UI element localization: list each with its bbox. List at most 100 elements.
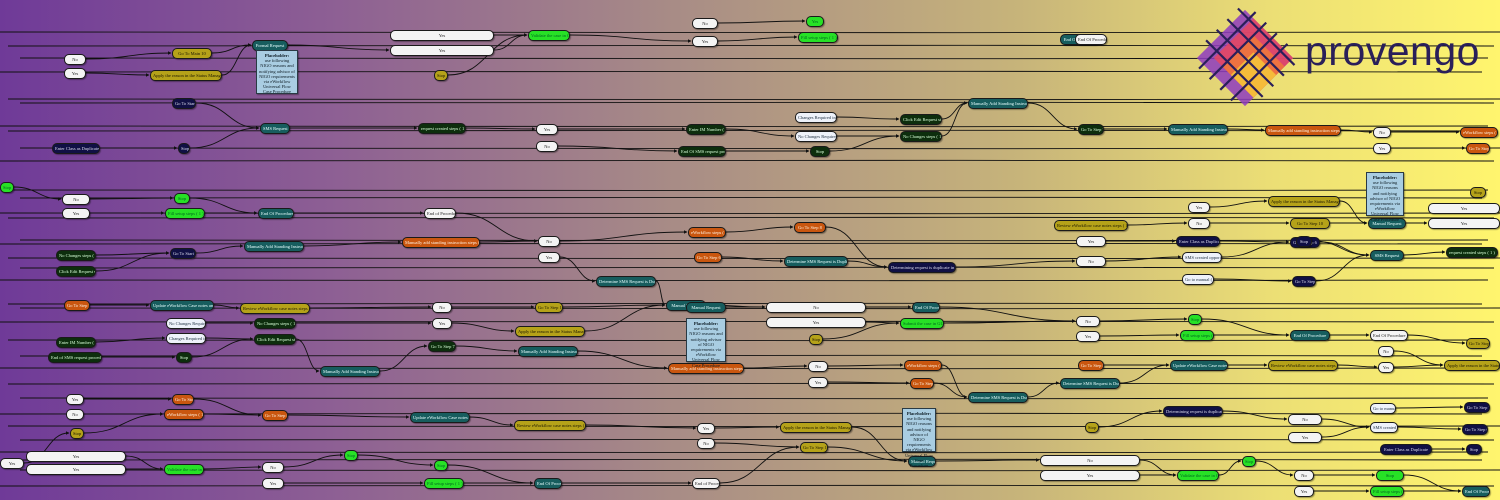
flow-node-end-of-procedure[interactable]: End Of Procedure — [1290, 330, 1330, 341]
flow-node-yes[interactable]: Yes — [697, 423, 715, 434]
flow-node-yes[interactable]: Yes — [26, 451, 126, 462]
flow-node-go-to-stop-6[interactable]: Go To Stop 6 — [1466, 143, 1490, 154]
flow-node-no[interactable]: No — [1040, 455, 1140, 466]
flow-node-yes[interactable]: Yes — [66, 394, 84, 405]
flow-node-no[interactable]: No — [66, 409, 84, 420]
flow-node-go-to-step-10[interactable]: Go To Step 10 — [535, 302, 563, 313]
flow-node-determine-sms-request-is-duplicate[interactable]: Determine SMS Request is Duplicate — [968, 392, 1028, 403]
flow-node-stop[interactable]: Stop — [1296, 236, 1312, 247]
flow-node-go-to-step-10[interactable]: Go To Step 10 — [800, 442, 828, 453]
flow-node-end-of-procedure[interactable]: End Of Procedure — [534, 478, 562, 489]
flow-node-end-of-procedure[interactable]: End Of Procedure — [1370, 330, 1408, 341]
flow-node-yes[interactable]: Yes — [1373, 143, 1391, 154]
flow-node-validate-the-case-in-gui[interactable]: Validate the case in GUI — [164, 464, 204, 475]
flow-node-stop[interactable]: Stop — [434, 70, 448, 81]
flow-node-stop[interactable]: Stop — [344, 450, 358, 461]
flow-node-end-of-sms-request-procedure[interactable]: End of SMS request procedure — [48, 352, 102, 363]
flow-node-stop[interactable]: Stop — [1466, 444, 1482, 455]
flow-node-no-changes-required[interactable]: No Changes Required — [166, 318, 206, 329]
flow-node-end-of-procedure[interactable]: End Of Procedure — [1075, 34, 1107, 45]
flow-node-fill-setup-steps-1[interactable]: Fill setup steps ( 1 ) — [424, 478, 464, 489]
flow-node-fill-setup-steps-1[interactable]: Fill setup steps ( 1 ) — [1370, 486, 1404, 497]
flow-node-yes[interactable]: Yes — [808, 377, 828, 388]
flow-node-stop[interactable]: Stop — [176, 352, 192, 363]
flow-node-eworkflow-steps-1[interactable]: eWorkflow steps ( 1 ) — [688, 227, 726, 238]
flow-node-update-eworkflow-case-notes-and-sr[interactable]: Update eWorkflow Case notes and SR — [1170, 360, 1228, 371]
flow-node-go-to-step-7[interactable]: Go To Step 7 — [1464, 402, 1490, 413]
flow-node-apply-the-reason-in-the-status-manager-menu[interactable]: Apply the reason in the Status Manager m… — [515, 326, 585, 337]
flow-node-enter-im-number-1[interactable]: Enter IM Number ( 1 ) — [686, 124, 726, 135]
flow-node-stop[interactable]: Stop — [174, 193, 190, 204]
flow-node-manually-add-standing-instruction[interactable]: Manually Add Standing Instruction — [968, 98, 1028, 109]
flow-node-sms-created-opportunity-advised-second-sr-verify-request[interactable]: SMS created opportunity Advised second S… — [1370, 422, 1398, 433]
flow-node-yes[interactable]: Yes — [390, 30, 494, 41]
flow-node-go-to-step-8[interactable]: Go To Step 8 — [262, 410, 288, 421]
flow-node-go-to-step-10[interactable]: Go To Step 10 — [1290, 218, 1330, 229]
flow-node-no[interactable]: No — [262, 462, 284, 473]
flow-node-stop[interactable]: Stop — [809, 334, 823, 345]
flow-node-go-to-manual-1[interactable]: Go to manual ( 1 ) — [1370, 403, 1396, 414]
flow-node-no[interactable]: No — [64, 54, 86, 65]
flow-node-no-changes-steps-1[interactable]: No Changes steps ( 1 ) — [900, 131, 942, 142]
flow-node-changes-required-in-withholding-case-only[interactable]: Changes Required in Withholding case onl… — [166, 333, 206, 344]
flow-node-review-eworkflow-case-notes-steps-1[interactable]: Review eWorkflow case notes steps ( 1 ) — [1268, 360, 1338, 371]
flow-node-stop[interactable]: Stop — [178, 143, 190, 154]
flow-node-request-created-steps-1[interactable]: request created steps ( 1 ) — [418, 123, 466, 134]
flow-node-manually-add-standing-instruction[interactable]: Manually Add Standing Instruction — [518, 346, 578, 357]
flow-node-stop[interactable]: Stop — [1376, 470, 1404, 481]
flow-node-no[interactable]: No — [536, 141, 558, 152]
flow-node-no-changes-steps-1[interactable]: No Changes steps ( 1 ) — [56, 250, 96, 261]
flow-node-review-eworkflow-case-notes-steps-1[interactable]: Review eWorkflow case notes steps ( 1 ) — [514, 420, 586, 431]
flow-node-go-to-main-10[interactable]: Go To Main 10 — [172, 48, 212, 59]
flow-node-determining-request-is-duplicate-in-sms[interactable]: Determining request is duplicate in SMS — [888, 262, 956, 273]
flow-node-go-to-manual-1[interactable]: Go to manual ( 1 ) — [1182, 274, 1214, 285]
flow-node-determine-sms-request-is-duplicate[interactable]: Determine SMS Request is Duplicate — [596, 276, 656, 287]
flow-node-no[interactable]: No — [1294, 470, 1314, 481]
flow-node-go-to-stop-6[interactable]: Go To Stop 6 — [1466, 338, 1490, 349]
flow-node-apply-the-reason-in-the-status-manager-menu[interactable]: Apply the reason in the Status Manager m… — [1444, 360, 1500, 371]
flow-node-stop[interactable]: Stop — [434, 460, 448, 471]
flow-node-sms-request[interactable]: SMS Request — [260, 123, 290, 134]
flow-node-yes[interactable]: Yes — [1378, 362, 1394, 373]
flow-node-no[interactable]: No — [1373, 127, 1391, 138]
flow-node-go-to-step-8[interactable]: Go To Step 8 — [1078, 360, 1104, 371]
flow-node-fill-setup-steps-1[interactable]: Fill setup steps ( 1 ) — [165, 208, 205, 219]
flow-node-fill-setup-steps-1[interactable]: Fill setup steps ( 1 ) — [798, 32, 838, 43]
flow-node-end-of-procedure[interactable]: End Of Procedure — [258, 208, 294, 219]
flow-node-no[interactable]: No — [1076, 256, 1106, 267]
flow-node-yes[interactable]: Yes — [62, 208, 90, 219]
flow-node-yes[interactable]: Yes — [390, 45, 494, 56]
flow-node-yes[interactable]: Yes — [692, 36, 718, 47]
flow-node-yes[interactable]: Yes — [766, 317, 866, 328]
flow-node-update-eworkflow-case-notes-and-sr[interactable]: Update eWorkflow Case notes and SR — [410, 412, 470, 423]
flow-node-validate-the-case-in-gui[interactable]: Validate the case in GUI — [1177, 470, 1219, 481]
flow-node-yes[interactable]: Yes — [432, 318, 452, 329]
flow-node-no[interactable]: No — [62, 194, 90, 205]
flow-node-enter-class-as-duplicate[interactable]: Enter Class as Duplicate — [1176, 236, 1220, 247]
flow-node-review-eworkflow-case-notes-steps-1[interactable]: Review eWorkflow case notes steps ( 1 ) — [1054, 220, 1128, 231]
flow-node-end-of-procedure[interactable]: End Of Procedure — [1462, 486, 1490, 497]
flow-node-yes[interactable]: Yes — [26, 464, 126, 475]
flow-node-go-to-stop-6[interactable]: Go To Stop 6 — [172, 394, 194, 405]
flow-node-enter-class-as-duplicate[interactable]: Enter Class as Duplicate — [1380, 444, 1432, 455]
flow-node-determine-sms-request-is-duplicate[interactable]: Determine SMS Request is Duplicate — [784, 256, 848, 267]
flow-node-end-of-procedure[interactable]: End Of Procedure — [912, 302, 940, 313]
flow-node-stop[interactable]: Stop — [1188, 314, 1202, 325]
flow-node-go-to-start-7[interactable]: Go To Start 7 — [172, 98, 196, 109]
flow-node-eworkflow-steps-1[interactable]: eWorkflow steps ( 1 ) — [904, 360, 942, 371]
flow-node-end-of-procedure[interactable]: End of Procedure — [424, 208, 456, 219]
flow-node-no[interactable]: No — [692, 18, 718, 29]
flow-node-update-eworkflow-case-notes-and-sr[interactable]: Update eWorkflow Case notes and SR — [150, 300, 214, 311]
flow-node-apply-the-reason-in-the-status-manager-menu[interactable]: Apply the reason in the Status Manager m… — [780, 422, 852, 433]
flow-node-determine-sms-request-is-duplicate[interactable]: Determine SMS Request is Duplicate — [1060, 378, 1120, 389]
flow-node-eworkflow-steps-1[interactable]: eWorkflow steps ( 1 ) — [1460, 127, 1498, 138]
flow-node-stop[interactable]: Stop — [0, 182, 14, 193]
flow-node-stop[interactable]: Stop — [70, 428, 84, 439]
flow-node-yes[interactable]: Yes — [1428, 218, 1500, 229]
flow-node-enter-im-number-1[interactable]: Enter IM Number ( 1 ) — [56, 337, 96, 348]
flow-node-yes[interactable]: Yes — [1076, 331, 1100, 342]
flow-node-manually-add-standing-instruction[interactable]: Manually Add Standing Instruction — [244, 241, 304, 252]
flow-node-yes[interactable]: Yes — [0, 458, 24, 469]
flow-node-manually-add-standing-instruction[interactable]: Manually Add Standing Instruction — [1168, 124, 1228, 135]
flow-node-click-edit-request-steps-1[interactable]: Click Edit Request steps ( 1 ) — [900, 114, 942, 125]
